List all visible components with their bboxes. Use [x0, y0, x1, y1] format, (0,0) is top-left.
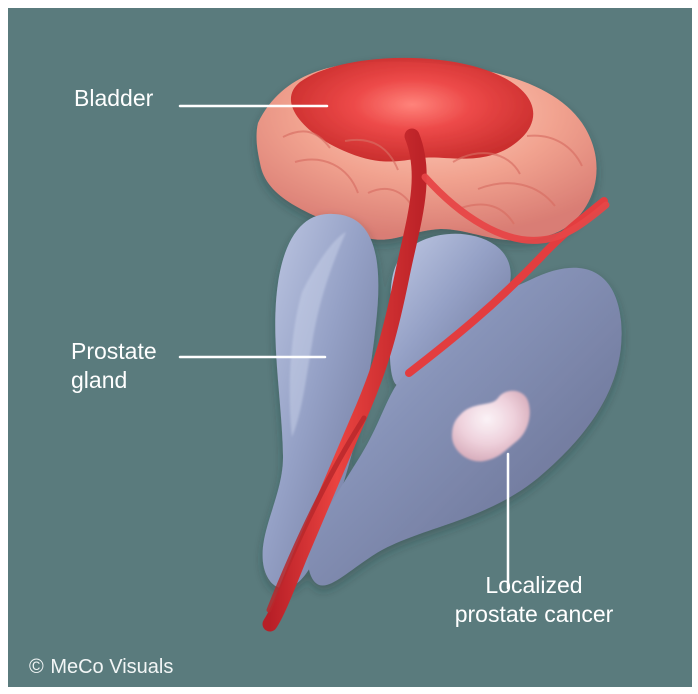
localized-prostate-cancer-label: Localized prostate cancer [446, 571, 622, 629]
copyright-symbol: © [29, 656, 44, 678]
copyright-text: MeCo Visuals [50, 656, 173, 678]
prostate-gland-label: Prostate gland [71, 337, 157, 395]
bladder-group [257, 58, 597, 241]
prostate-label-line-2: gland [71, 366, 157, 395]
bladder-label: Bladder [74, 84, 153, 113]
anatomy-illustration-panel: Bladder Prostate gland Localized prostat… [8, 8, 692, 687]
cancer-label-line-1: Localized [446, 571, 622, 600]
prostate-label-line-1: Prostate [71, 337, 157, 366]
cancer-label-line-2: prostate cancer [446, 600, 622, 629]
copyright-credit: © MeCo Visuals [29, 655, 173, 679]
